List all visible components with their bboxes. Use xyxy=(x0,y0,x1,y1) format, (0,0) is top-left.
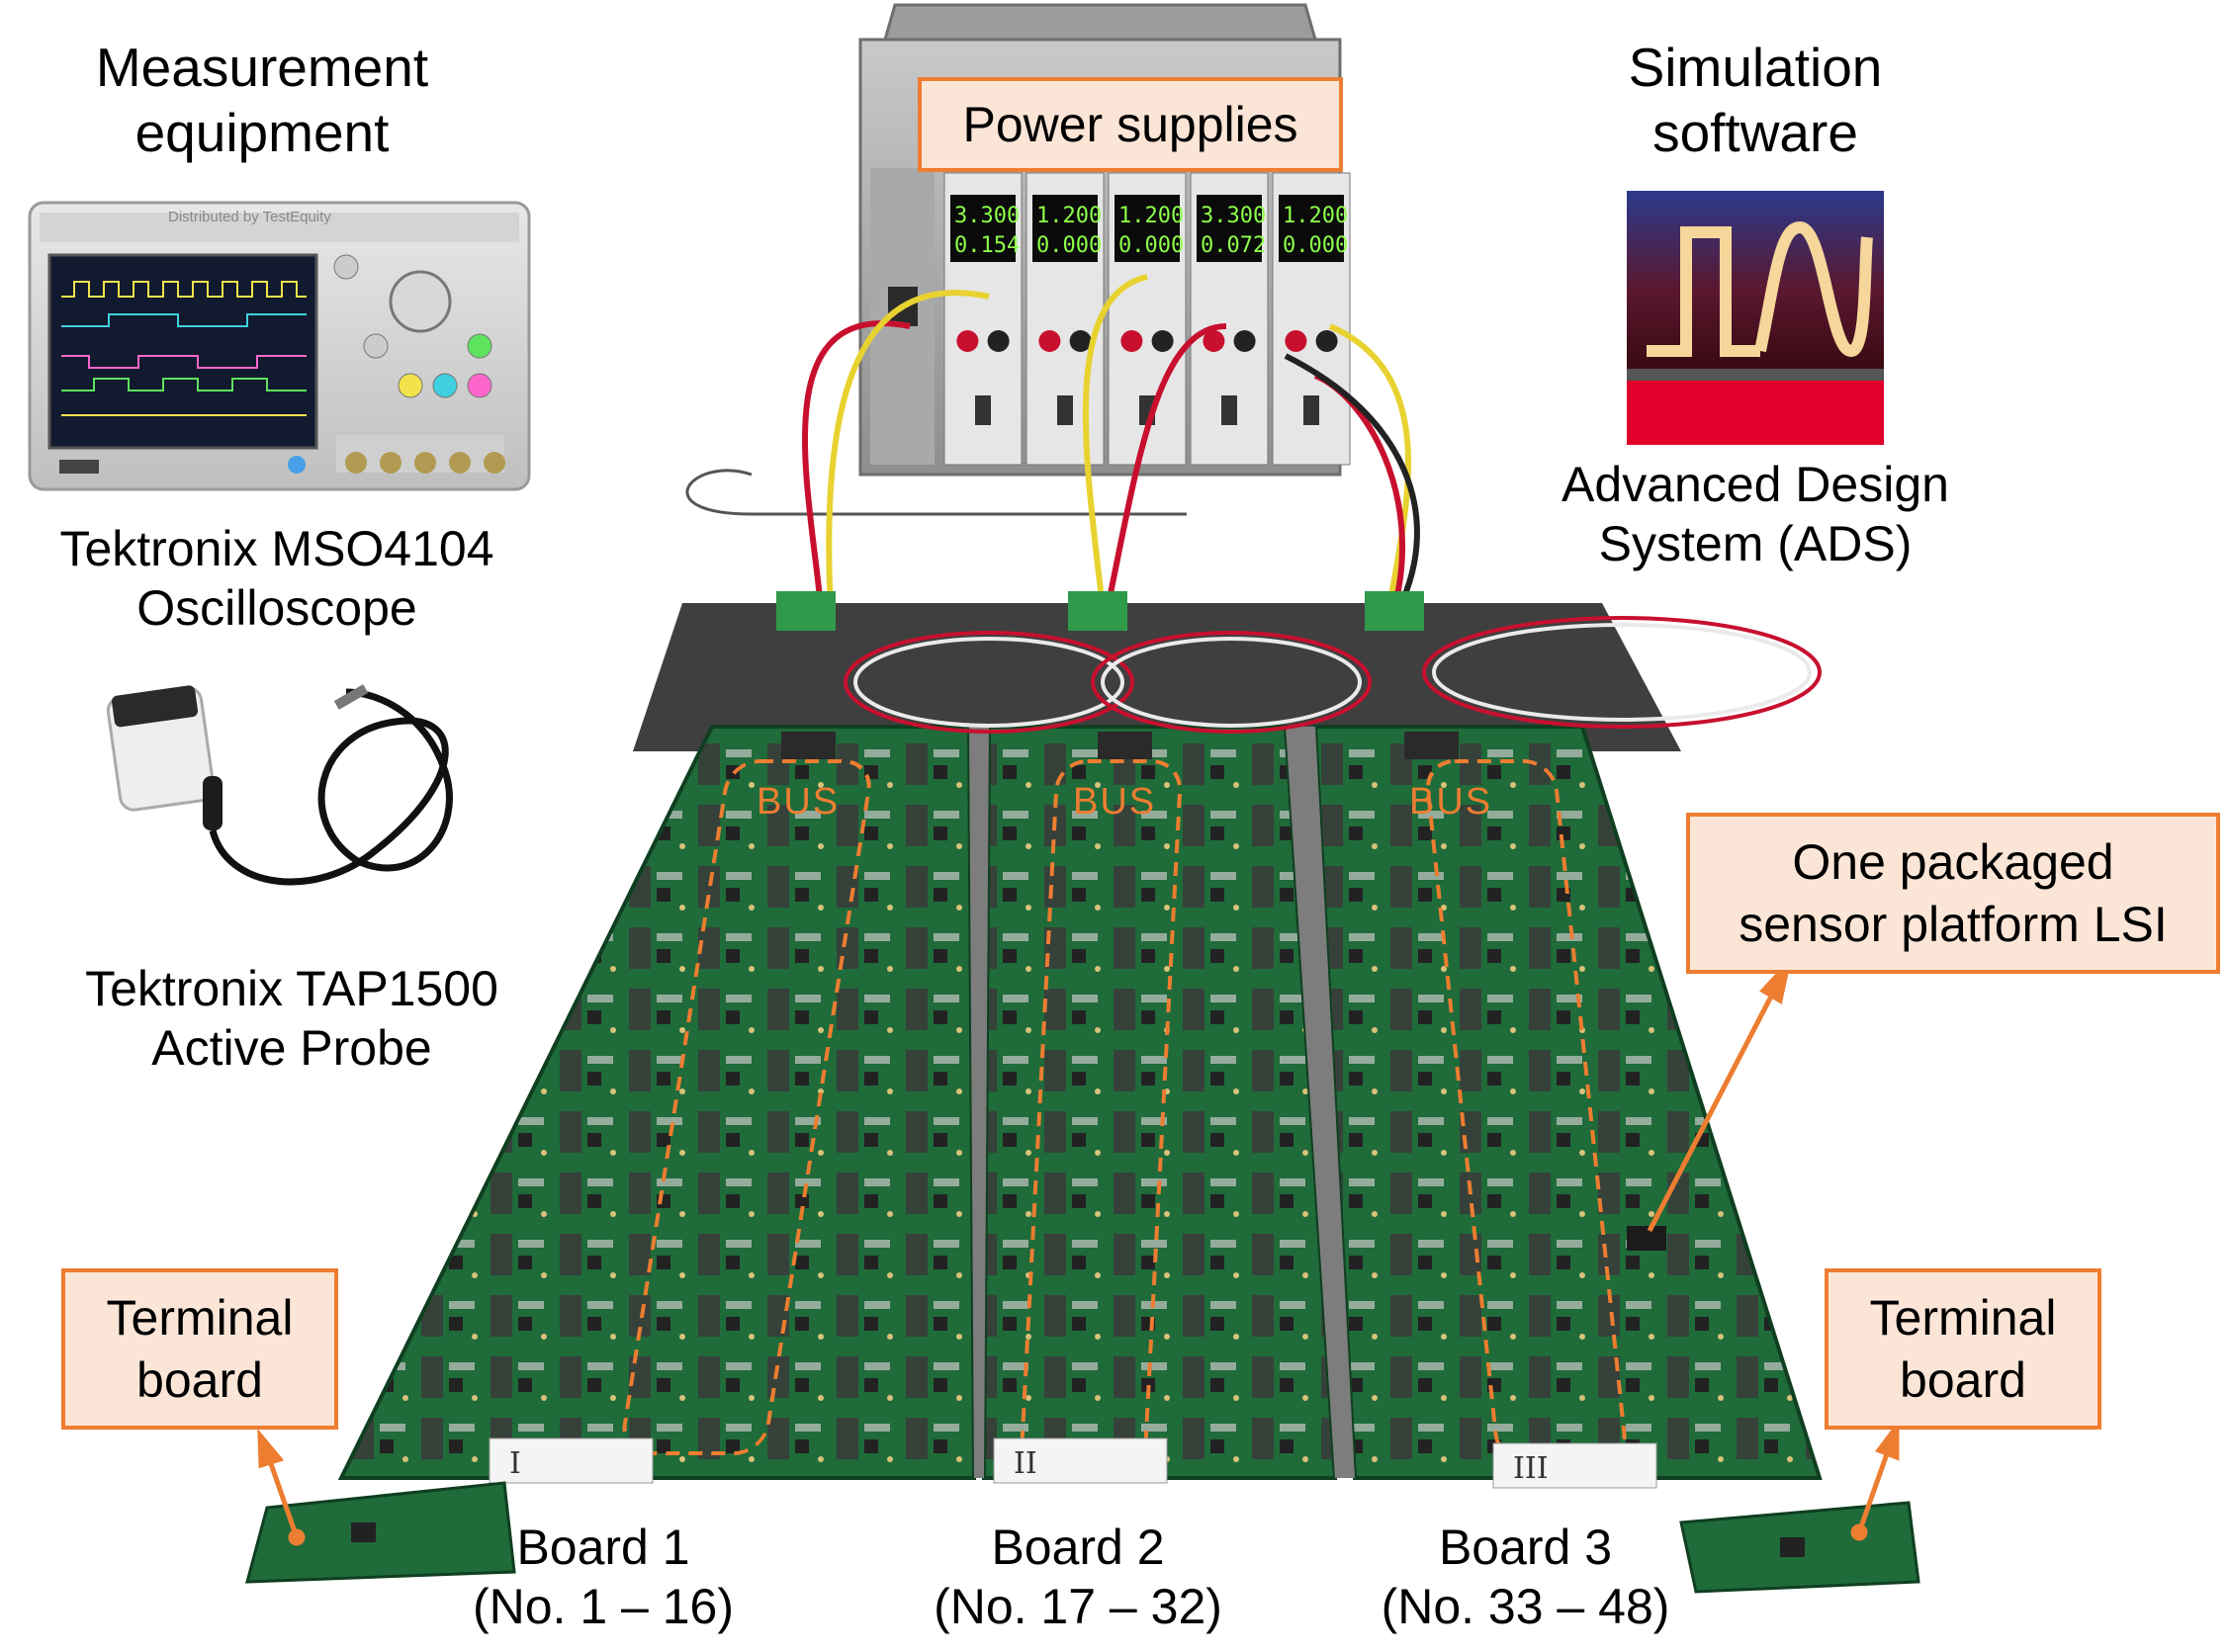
oscilloscope-image: Distributed by TestEquity xyxy=(28,201,531,491)
psu-unit-5: 1.200 0.000 xyxy=(1272,172,1351,466)
board-2-range: (No. 17 – 32) xyxy=(934,1579,1222,1634)
board-1-name: Board 1 xyxy=(516,1520,690,1575)
lsi-chip xyxy=(1627,1226,1666,1251)
board-1-range: (No. 1 – 16) xyxy=(472,1579,734,1634)
power-cables xyxy=(802,274,1420,610)
terminal-right-line1: Terminal xyxy=(1869,1290,2057,1346)
psu-readout: 3.300 xyxy=(954,204,1020,228)
psu-unit-4: 3.300 0.072 xyxy=(1190,172,1269,466)
board-2-caption: Board 2 (No. 17 – 32) xyxy=(915,1518,1241,1636)
ribbon-cable-loops xyxy=(844,616,1822,734)
pcb-board-2 xyxy=(981,725,1338,1480)
psu-readout: 1.200 xyxy=(1036,204,1102,228)
probe-label: Tektronix TAP1500 Active Probe xyxy=(54,959,529,1078)
bus-outline-2 xyxy=(1020,759,1183,1470)
callout-arrows xyxy=(257,955,1900,1546)
power-supplies-label-text: Power supplies xyxy=(962,96,1298,152)
ads-label-line2: System (ADS) xyxy=(1598,516,1913,571)
psu-readout: 0.000 xyxy=(1283,233,1348,258)
board-3-range: (No. 33 – 48) xyxy=(1381,1579,1670,1634)
probe-label-line1: Tektronix TAP1500 xyxy=(85,961,498,1016)
terminal-board-left-label: Terminal board xyxy=(61,1268,338,1430)
board-2-name: Board 2 xyxy=(991,1520,1165,1575)
simulation-heading: Simulation software xyxy=(1543,35,1968,165)
terminal-left-line2: board xyxy=(136,1351,263,1408)
board-tag-2: II xyxy=(1014,1446,1037,1481)
lsi-label-line1: One packaged xyxy=(1792,834,2114,890)
board-3-caption: Board 3 (No. 33 – 48) xyxy=(1355,1518,1696,1636)
measurement-heading-line2: equipment xyxy=(134,102,390,163)
ads-label-line1: Advanced Design xyxy=(1561,457,1949,512)
psu-unit-2: 1.200 0.000 xyxy=(1026,172,1105,466)
terminal-board-left xyxy=(245,1481,516,1584)
ads-logo xyxy=(1627,191,1884,445)
terminal-left-line1: Terminal xyxy=(106,1290,294,1346)
psu-readout: 0.000 xyxy=(1118,233,1184,258)
active-probe-image xyxy=(106,684,453,886)
board-3-name: Board 3 xyxy=(1438,1520,1613,1575)
psu-readout: 1.200 xyxy=(1118,204,1184,228)
power-supplies-label: Power supplies xyxy=(918,77,1343,172)
psu-unit-1: 3.300 0.154 xyxy=(943,172,1023,466)
bus-label-2: BUS xyxy=(1073,781,1157,823)
ads-label: Advanced Design System (ADS) xyxy=(1513,455,1998,573)
board-1-caption: Board 1 (No. 1 – 16) xyxy=(450,1518,757,1636)
scope-watermark: Distributed by TestEquity xyxy=(168,209,331,225)
psu-readout: 0.154 xyxy=(954,233,1020,258)
oscilloscope-label: Tektronix MSO4104 Oscilloscope xyxy=(20,519,534,638)
simulation-heading-line2: software xyxy=(1652,102,1858,163)
terminal-board-right-label: Terminal board xyxy=(1825,1268,2101,1430)
bus-label-1: BUS xyxy=(757,781,841,823)
lsi-label: One packaged sensor platform LSI xyxy=(1686,813,2220,974)
bus-outline-1 xyxy=(622,759,871,1455)
psu-readout: 1.200 xyxy=(1283,204,1348,228)
terminal-board-right xyxy=(1679,1501,1920,1594)
simulation-heading-line1: Simulation xyxy=(1628,37,1883,98)
bus-label-3: BUS xyxy=(1409,781,1493,823)
terminal-right-line2: board xyxy=(1900,1351,2026,1408)
lsi-label-line2: sensor platform LSI xyxy=(1739,896,2168,952)
psu-readout: 0.072 xyxy=(1201,233,1266,258)
board-tag-3: III xyxy=(1513,1451,1549,1486)
oscilloscope-label-line2: Oscilloscope xyxy=(136,580,417,636)
probe-label-line2: Active Probe xyxy=(151,1020,432,1076)
board-tag-labels xyxy=(489,1437,1657,1489)
oscilloscope-label-line1: Tektronix MSO4104 xyxy=(59,521,494,576)
bus-outline-3 xyxy=(1425,759,1627,1465)
measurement-heading: Measurement equipment xyxy=(54,35,470,165)
psu-readout: 3.300 xyxy=(1201,204,1266,228)
psu-readout: 0.000 xyxy=(1036,233,1102,258)
board-tag-1: I xyxy=(509,1446,521,1481)
measurement-heading-line1: Measurement xyxy=(95,37,429,98)
